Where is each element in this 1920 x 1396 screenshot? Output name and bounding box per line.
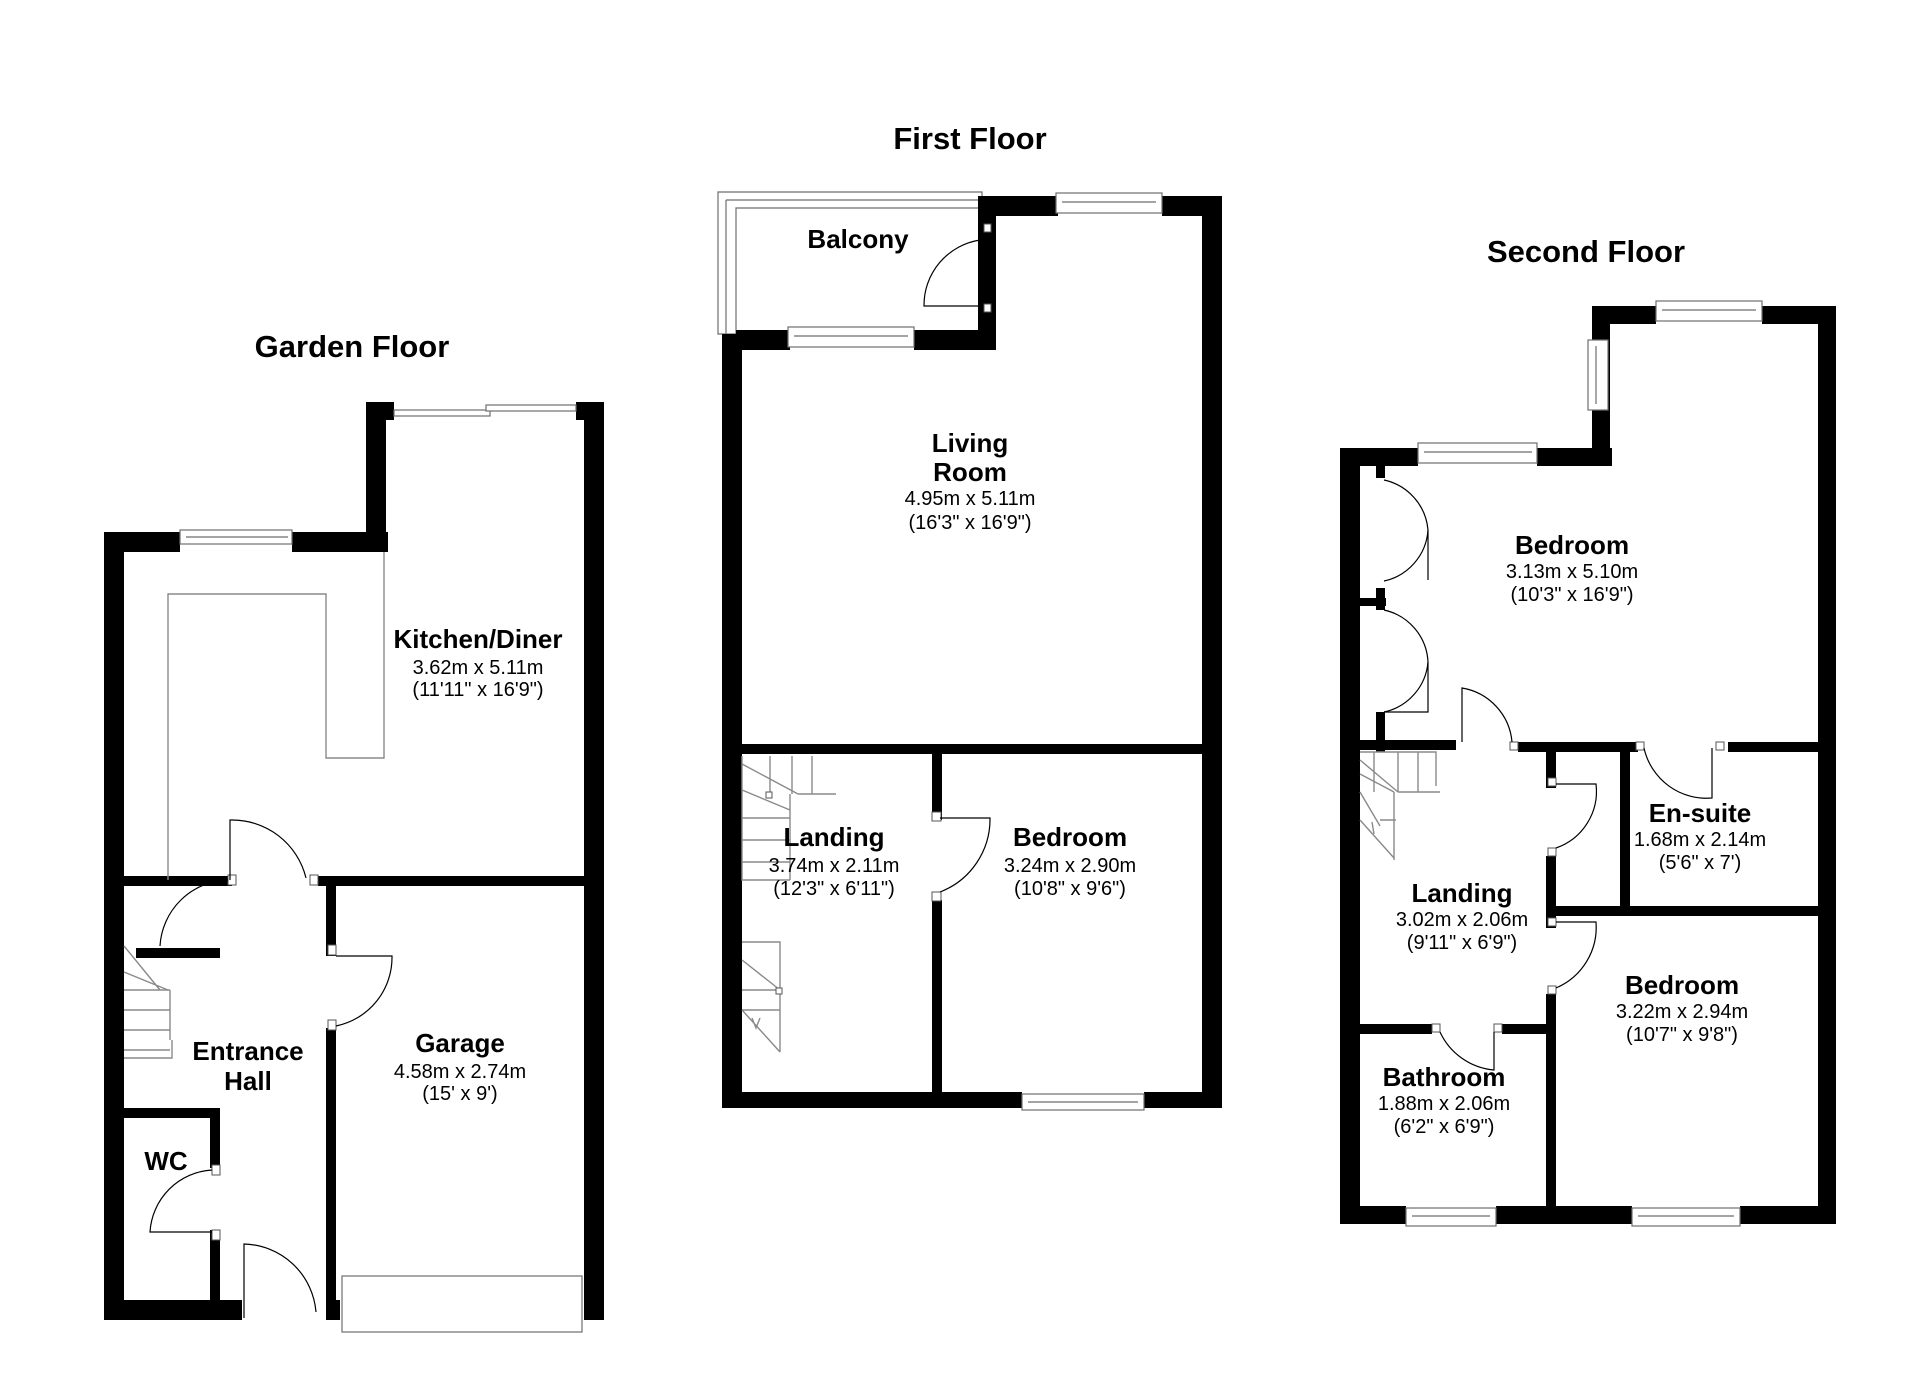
floor-title: First Floor	[893, 121, 1046, 156]
floor-title: Garden Floor	[255, 329, 450, 364]
room-metric: 3.02m x 2.06m	[1396, 909, 1528, 931]
room-imperial: (5'6" x 7')	[1659, 852, 1742, 874]
floor-title: Second Floor	[1487, 234, 1685, 269]
room-imperial: (10'3" x 16'9")	[1510, 584, 1633, 606]
second-floor: Second Floor	[1340, 234, 1836, 1227]
room-imperial: (12'3" x 6'11")	[773, 878, 895, 900]
room-name: Bedroom	[1625, 970, 1739, 1000]
room-imperial: (15' x 9')	[422, 1083, 497, 1105]
room-name: Hall	[224, 1066, 272, 1096]
room-name: Kitchen/Diner	[393, 624, 562, 654]
room-name: Room	[933, 457, 1007, 487]
room-name: WC	[144, 1146, 188, 1176]
room-name: Living	[932, 428, 1009, 458]
room-metric: 1.68m x 2.14m	[1634, 829, 1766, 851]
room-name: Landing	[1411, 878, 1512, 908]
room-imperial: (10'8" x 9'6")	[1014, 878, 1126, 900]
room-metric: 4.95m x 5.11m	[905, 488, 1036, 510]
room-name: Bathroom	[1383, 1062, 1506, 1092]
room-imperial: (10'7" x 9'8")	[1626, 1024, 1738, 1046]
first-floor: First Floor	[717, 121, 1222, 1111]
room-name: En-suite	[1649, 798, 1752, 828]
room-name: Bedroom	[1013, 822, 1127, 852]
room-metric: 3.22m x 2.94m	[1616, 1001, 1748, 1023]
room-name: Garage	[415, 1028, 505, 1058]
room-metric: 1.88m x 2.06m	[1378, 1093, 1510, 1115]
room-name: Landing	[783, 822, 884, 852]
room-imperial: (9'11" x 6'9")	[1407, 932, 1517, 954]
room-metric: 3.74m x 2.11m	[769, 855, 900, 877]
room-metric: 3.24m x 2.90m	[1004, 855, 1136, 877]
room-metric: 3.13m x 5.10m	[1506, 561, 1638, 583]
room-imperial: (11'11" x 16'9")	[412, 679, 543, 701]
garden-floor: Garden Floor	[104, 329, 604, 1333]
room-name: Balcony	[807, 224, 909, 254]
room-name: Bedroom	[1515, 530, 1629, 560]
room-metric: 4.58m x 2.74m	[394, 1061, 526, 1083]
room-imperial: (16'3" x 16'9")	[908, 512, 1031, 534]
room-metric: 3.62m x 5.11m	[413, 657, 544, 679]
room-name: Entrance	[192, 1036, 303, 1066]
room-imperial: (6'2" x 6'9")	[1394, 1116, 1495, 1138]
